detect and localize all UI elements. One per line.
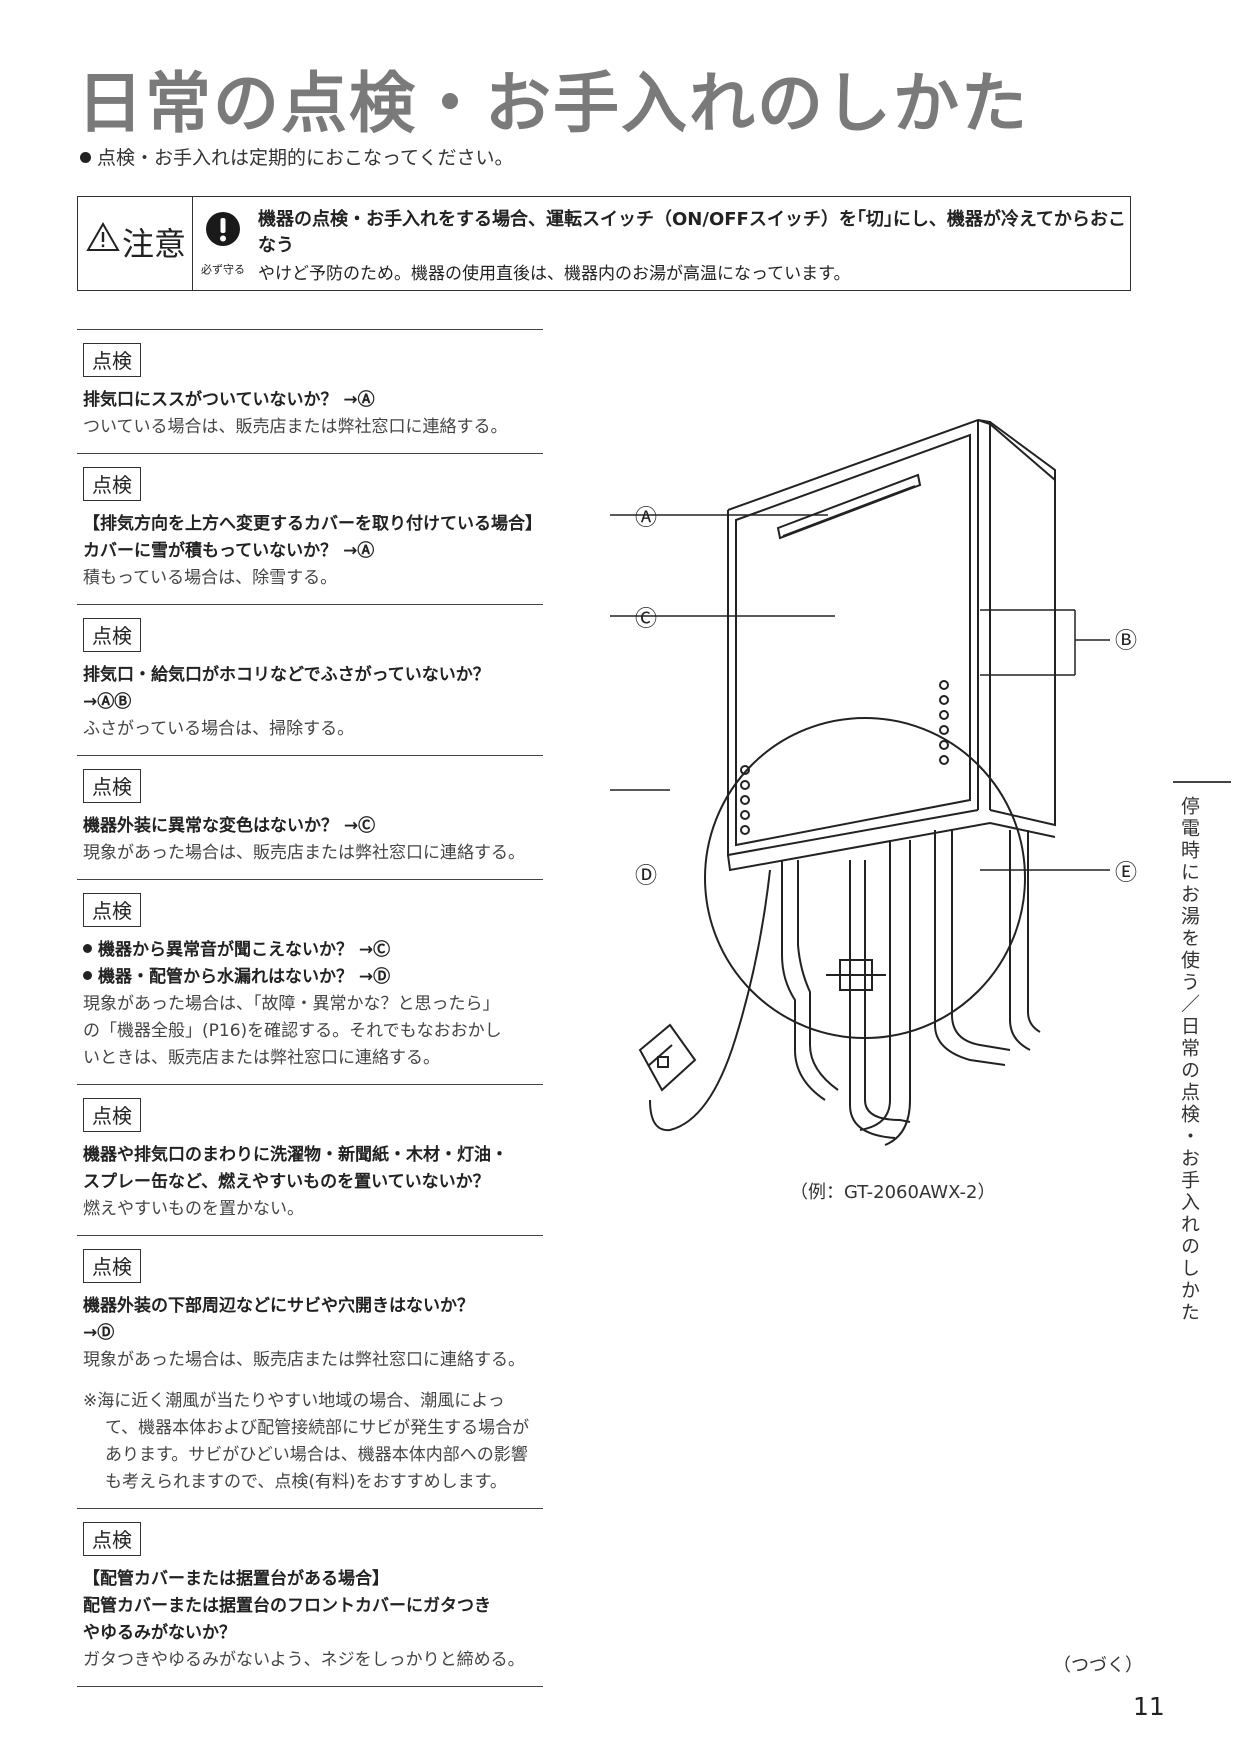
warning-triangle-icon bbox=[86, 222, 120, 251]
power-cord bbox=[638, 869, 771, 1132]
bullet-icon bbox=[83, 944, 92, 953]
inspection-action: ガタつきやゆるみがないよう、ネジをしっかりと締める。 bbox=[83, 1650, 525, 1670]
inspection-tag: 点検 bbox=[83, 893, 141, 927]
inspection-question: →Ⓓ bbox=[83, 1323, 115, 1343]
intro-text: 点検・お手入れは定期的におこなってください。 bbox=[80, 143, 513, 170]
salt-air-note: ※海に近く潮風が当たりやすい地域の場合、潮風によって、機器本体および配管接続部に… bbox=[83, 1391, 530, 1492]
inspection-tag: 点検 bbox=[83, 343, 141, 377]
inspection-item: 点検 機器外装の下部周辺などにサビや穴開きはないか？ →Ⓓ 現象があった場合は、… bbox=[77, 1235, 543, 1508]
mandatory-exclamation-icon bbox=[206, 212, 240, 246]
side-tab-label: 停電時にお湯を使う／日常の点検・お手入れのしかた bbox=[1178, 796, 1200, 1324]
inspection-item: 点検 機器や排気口のまわりに洗濯物・新聞紙・木材・灯油・ スプレー缶など、燃えや… bbox=[77, 1084, 543, 1235]
inspection-tag: 点検 bbox=[83, 769, 141, 803]
inspection-question: →ⒶⒷ bbox=[83, 692, 132, 712]
inspection-item: 点検 機器から異常音が聞こえないか？ →Ⓒ 機器・配管から水漏れはないか？ →Ⓓ… bbox=[77, 879, 543, 1084]
inspection-tag: 点検 bbox=[83, 1522, 141, 1556]
inspection-tag: 点検 bbox=[83, 467, 141, 501]
inspection-item: 点検 【排気方向を上方へ変更するカバーを取り付けている場合】 カバーに雪が積もっ… bbox=[77, 453, 543, 604]
inspection-item: 点検 【配管カバーまたは据置台がある場合】 配管カバーまたは据置台のフロントカバ… bbox=[77, 1508, 543, 1687]
bullet-icon bbox=[80, 152, 91, 163]
diagram-caption: （例：GT-2060AWX-2） bbox=[790, 1182, 996, 1203]
exhaust-vent bbox=[776, 473, 922, 540]
must-follow-label: 必ず守る bbox=[201, 263, 245, 276]
inspection-question: スプレー缶など、燃えやすいものを置いていないか？ bbox=[83, 1172, 490, 1192]
inspection-tag: 点検 bbox=[83, 1098, 141, 1132]
inspection-tag: 点検 bbox=[83, 618, 141, 652]
caution-label-cell: 注意 bbox=[78, 197, 193, 290]
continued-label: （つづく） bbox=[1053, 1655, 1143, 1676]
inspection-question: 排気口・給気口がホコリなどでふさがっていないか？ bbox=[83, 665, 490, 685]
pipes bbox=[781, 830, 1041, 1146]
bullet-icon bbox=[83, 971, 92, 980]
inspection-item: 点検 排気口にススがついていないか？ →Ⓐ ついている場合は、販売店または弊社窓… bbox=[77, 329, 543, 453]
inspection-action: の「機器全般」(P16)を確認する。それでもなおおかし bbox=[83, 1021, 502, 1041]
inspection-action: いときは、販売店または弊社窓口に連絡する。 bbox=[83, 1048, 440, 1068]
inspection-action: 燃えやすいものを置かない。 bbox=[83, 1199, 304, 1219]
inspection-bullet: 機器・配管から水漏れはないか？ →Ⓓ bbox=[83, 964, 537, 991]
page-title: 日常の点検・お手入れのしかた bbox=[77, 65, 1029, 142]
side-tab-rule bbox=[1173, 781, 1231, 783]
inspection-question: 排気口にススがついていないか？ →Ⓐ bbox=[83, 390, 375, 410]
caution-heading: 機器の点検・お手入れをする場合、運転スイッチ（ON/OFFスイッチ）を｢切｣にし… bbox=[258, 209, 1126, 256]
inspection-question: 配管カバーまたは据置台のフロントカバーにガタつき bbox=[83, 1596, 491, 1616]
inspection-question: 【配管カバーまたは据置台がある場合】 bbox=[83, 1569, 389, 1589]
inspection-action: ふさがっている場合は、掃除する。 bbox=[83, 719, 355, 739]
inspection-question: 【排気方向を上方へ変更するカバーを取り付けている場合】 bbox=[83, 514, 542, 534]
inspection-question: カバーに雪が積もっていないか？ →Ⓐ bbox=[83, 541, 375, 561]
inspection-question: 機器や排気口のまわりに洗濯物・新聞紙・木材・灯油・ bbox=[83, 1145, 508, 1165]
inspection-question: 機器外装の下部周辺などにサビや穴開きはないか？ bbox=[83, 1296, 474, 1316]
caution-body: やけど予防のため。機器の使用直後は、機器内のお湯が高温になっています。 bbox=[258, 264, 851, 284]
intro-label: 点検・お手入れは定期的におこなってください。 bbox=[97, 147, 514, 169]
inspection-action: 現象があった場合は、「故障・異常かな？と思ったら」 bbox=[83, 994, 500, 1014]
inspection-question: やゆるみがないか？ bbox=[83, 1623, 236, 1643]
side-dots bbox=[740, 680, 949, 835]
inspection-list: 点検 排気口にススがついていないか？ →Ⓐ ついている場合は、販売店または弊社窓… bbox=[77, 329, 543, 1687]
inspection-question: 機器・配管から水漏れはないか？ →Ⓓ bbox=[98, 967, 391, 987]
inspection-action: 現象があった場合は、販売店または弊社窓口に連絡する。 bbox=[83, 1350, 525, 1370]
page-number: 11 bbox=[1133, 1692, 1165, 1721]
inspection-action: 現象があった場合は、販売店または弊社窓口に連絡する。 bbox=[83, 843, 525, 863]
label-lines bbox=[610, 514, 1110, 871]
inspection-tag: 点検 bbox=[83, 1249, 141, 1283]
caution-box: 注意 必ず守る 機器の点検・お手入れをする場合、運転スイッチ（ON/OFFスイッ… bbox=[77, 196, 1131, 291]
inspection-bullet: 機器から異常音が聞こえないか？ →Ⓒ bbox=[83, 937, 537, 964]
inspection-question: 機器外装に異常な変色はないか？ →Ⓒ bbox=[83, 816, 376, 836]
inspection-item: 点検 排気口・給気口がホコリなどでふさがっていないか？ →ⒶⒷ ふさがっている場… bbox=[77, 604, 543, 755]
inspection-action: ついている場合は、販売店または弊社窓口に連絡する。 bbox=[83, 417, 508, 437]
inspection-action: 積もっている場合は、除雪する。 bbox=[83, 568, 338, 588]
water-heater-diagram bbox=[610, 418, 1110, 1146]
caution-label: 注意 bbox=[122, 225, 187, 263]
inspection-item: 点検 機器外装に異常な変色はないか？ →Ⓒ 現象があった場合は、販売店または弊社… bbox=[77, 755, 543, 879]
inspection-question: 機器から異常音が聞こえないか？ →Ⓒ bbox=[98, 940, 391, 960]
